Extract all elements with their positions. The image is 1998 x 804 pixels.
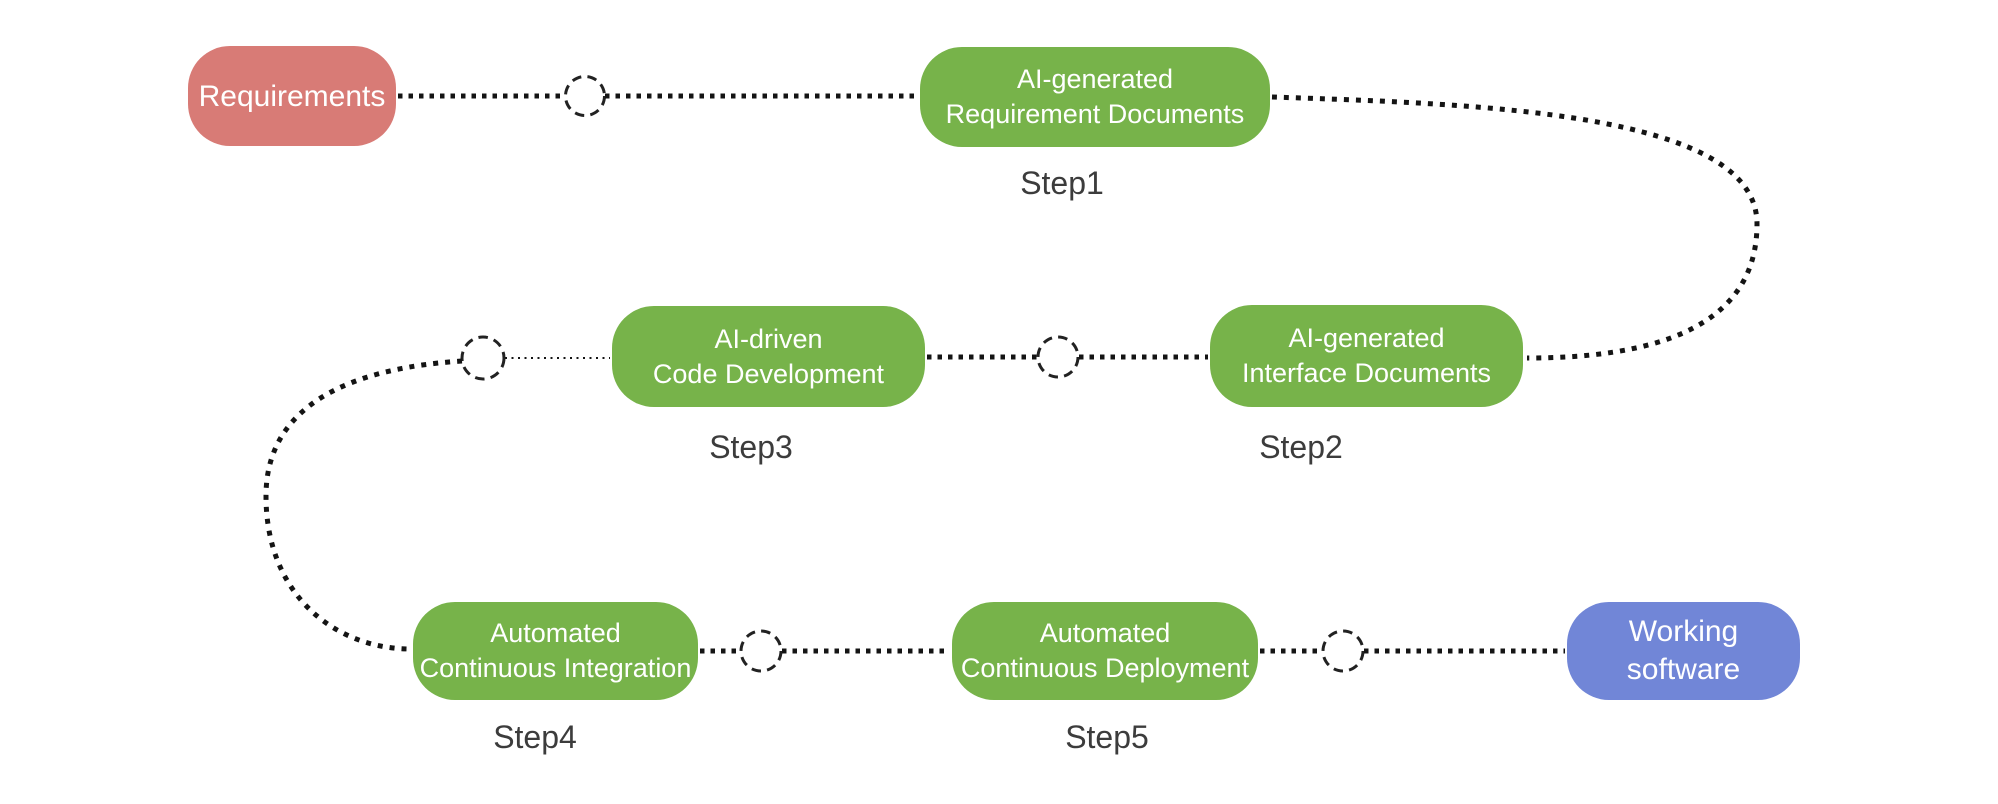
node-code-development: AI-driven Code Development bbox=[612, 306, 925, 407]
node-interface-documents-line1: AI-generated bbox=[1288, 323, 1445, 353]
node-continuous-integration: Automated Continuous Integration bbox=[413, 602, 698, 700]
junction-circle-3 bbox=[460, 335, 506, 381]
node-continuous-integration-line2: Continuous Integration bbox=[419, 653, 692, 683]
node-requirement-documents-line2: Requirement Documents bbox=[945, 99, 1245, 129]
curve-right bbox=[1271, 94, 1760, 361]
node-continuous-deployment-line1: Automated bbox=[1039, 618, 1171, 648]
node-requirements-label: Requirements bbox=[198, 79, 386, 113]
curve-left bbox=[263, 358, 463, 652]
node-working-software-line1: Working bbox=[1628, 615, 1739, 648]
step1-label: Step1 bbox=[1020, 165, 1104, 201]
node-code-development-line1: AI-driven bbox=[714, 323, 823, 354]
node-working-software-line2: software bbox=[1626, 653, 1741, 686]
junction-circle-2 bbox=[1036, 335, 1080, 379]
node-interface-documents: AI-generated Interface Documents bbox=[1210, 305, 1523, 407]
node-requirement-documents-line1: AI-generated bbox=[1016, 64, 1174, 94]
step3-label: Step3 bbox=[709, 429, 793, 465]
junction-circle-1 bbox=[564, 75, 606, 117]
node-continuous-deployment: Automated Continuous Deployment bbox=[952, 602, 1258, 700]
node-interface-documents-line2: Interface Documents bbox=[1241, 358, 1492, 388]
node-continuous-deployment-line2: Continuous Deployment bbox=[960, 653, 1250, 683]
junction-circle-5 bbox=[1321, 629, 1365, 673]
node-requirements: Requirements bbox=[188, 46, 396, 146]
step2-label: Step2 bbox=[1259, 429, 1343, 465]
node-code-development-line2: Code Development bbox=[652, 358, 885, 389]
step5-label: Step5 bbox=[1065, 719, 1149, 755]
step4-label: Step4 bbox=[493, 719, 577, 755]
node-working-software: Working software bbox=[1567, 602, 1800, 700]
node-requirement-documents: AI-generated Requirement Documents bbox=[920, 47, 1270, 147]
junction-circle-4 bbox=[739, 629, 783, 673]
node-continuous-integration-line1: Automated bbox=[490, 618, 621, 648]
